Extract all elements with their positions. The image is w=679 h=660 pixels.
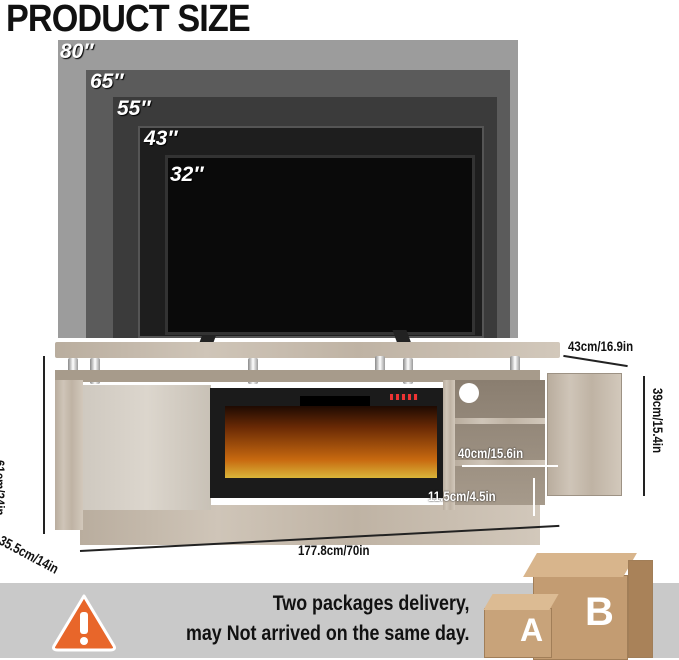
left-door	[83, 385, 211, 510]
dim-depth-bottom: 35.5cm/14in	[0, 532, 62, 577]
box-b-label: B	[585, 590, 614, 634]
tv-32	[165, 155, 475, 335]
dim-depth-top: 43cm/16.9in	[568, 338, 634, 354]
box-a-label: A	[520, 612, 544, 648]
page-title: PRODUCT SIZE	[6, 0, 251, 40]
dim-width: 177.8cm/70in	[298, 542, 370, 558]
dim-base-height: 11.5cm/4.5in	[428, 488, 496, 504]
notice-line-1: Two packages delivery,	[272, 592, 469, 615]
dim-shelf-width: 40cm/15.6in	[458, 445, 524, 461]
right-door-open	[547, 373, 622, 496]
tv-label-80: 80″	[60, 40, 94, 63]
control-buttons	[390, 394, 418, 400]
tv-label-43: 43″	[144, 127, 178, 150]
tv-label-32: 32″	[170, 163, 204, 186]
warning-icon	[52, 594, 116, 652]
cabinet-top-surface	[55, 370, 540, 382]
tv-label-65: 65″	[90, 70, 124, 93]
tv-label-55: 55″	[117, 97, 151, 120]
notice-line-2: may Not arrived on the same day.	[185, 622, 469, 645]
dim-door-height: 39cm/15.4in	[650, 388, 666, 454]
cabinet-side	[55, 380, 83, 530]
dim-height-total: 61cm/24in	[0, 460, 8, 516]
cabinet-top-shelf	[55, 342, 560, 358]
flames	[225, 406, 437, 478]
electric-fireplace	[210, 388, 443, 498]
open-compartment	[455, 380, 545, 505]
